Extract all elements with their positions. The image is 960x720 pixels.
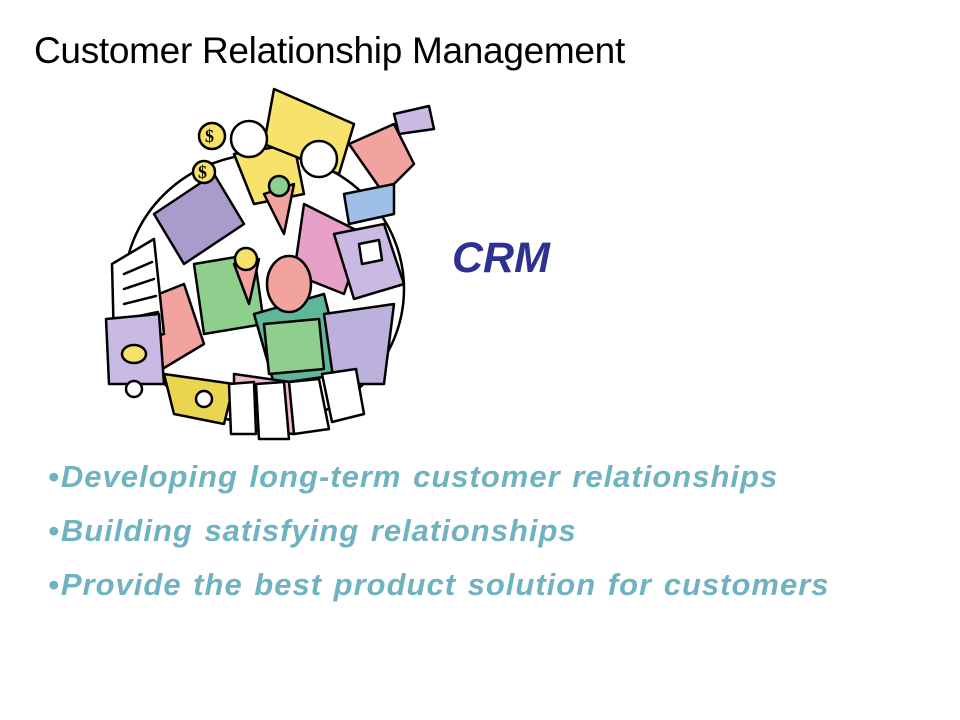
svg-text:$: $: [205, 126, 214, 146]
bullet-text: Developing long-term customer relationsh…: [60, 459, 779, 494]
bullet-dot: •: [48, 459, 60, 494]
bullet-dot: •: [48, 513, 60, 548]
bullet-item: •Developing long-term customer relations…: [48, 456, 928, 498]
bullet-dot: •: [48, 567, 60, 602]
svg-text:$: $: [198, 162, 207, 182]
bullet-list: •Developing long-term customer relations…: [48, 456, 928, 618]
bullet-text: Provide the best product solution for cu…: [60, 567, 830, 602]
bullet-item: •Building satisfying relationships: [48, 510, 928, 552]
shopping-town-illustration-icon: $ $: [104, 87, 436, 441]
bullet-text: Building satisfying relationships: [60, 513, 577, 548]
bullet-item: •Provide the best product solution for c…: [48, 564, 928, 606]
crm-label: CRM: [452, 234, 550, 282]
slide-title: Customer Relationship Management: [34, 30, 625, 71]
